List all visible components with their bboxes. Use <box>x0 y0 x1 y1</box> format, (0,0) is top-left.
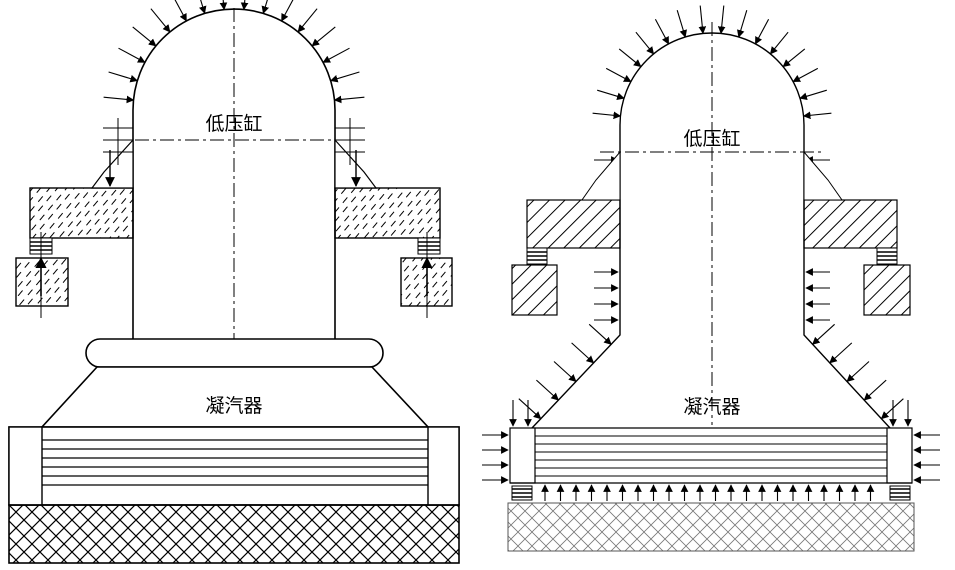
left-diagram: 低压缸 凝汽器 <box>8 0 460 564</box>
right-neck-arrow-left <box>553 361 577 383</box>
right-condenser-endcap-right <box>886 427 913 484</box>
right-neck-arrow-right <box>880 398 904 420</box>
right-dome-arrow <box>737 10 748 38</box>
left-dome-arrow <box>281 0 294 22</box>
right-concrete-base <box>507 502 915 552</box>
right-dome-arrow <box>654 18 670 45</box>
left-spring-right <box>417 237 441 255</box>
right-support-arm-left <box>526 199 621 249</box>
right-foundation-block-right <box>863 264 911 316</box>
right-dome-arrow <box>592 111 622 120</box>
right-neck-arrow-right <box>812 323 835 345</box>
right-base-spring-right <box>889 485 911 501</box>
left-support-arm-left <box>29 187 134 239</box>
left-condenser-endcap-right <box>427 426 460 506</box>
right-dome-arrow <box>782 48 806 68</box>
right-condenser-endcap-left <box>509 427 536 484</box>
right-neck-arrow-left <box>518 398 542 420</box>
left-dome-arrow <box>108 71 139 83</box>
right-dome-arrow <box>635 31 655 55</box>
right-cylinder-label: 低压缸 <box>683 128 740 150</box>
right-wedge-right <box>803 150 843 201</box>
left-support-arm-right <box>334 187 441 239</box>
left-dome-arrow <box>174 0 187 22</box>
left-dome-arrow <box>132 26 157 47</box>
left-dome-arrow <box>297 8 318 33</box>
left-dome-arrow <box>199 0 207 15</box>
left-dome-arrow <box>333 95 365 104</box>
left-dome-arrow <box>118 47 146 63</box>
right-spring-right <box>876 247 898 265</box>
left-condenser-shell <box>8 426 460 506</box>
right-dome-arrow <box>754 18 770 45</box>
right-foundation-block-left <box>511 264 558 316</box>
right-dome-arrow <box>802 111 832 120</box>
left-dome-arrow <box>311 26 336 47</box>
right-spring-left <box>526 247 548 265</box>
left-wedge-left <box>90 138 134 189</box>
left-dome-arrow <box>150 8 171 33</box>
right-condenser-tubes <box>535 435 887 477</box>
right-dome-arrow <box>698 5 707 35</box>
right-dome-arrow <box>769 31 789 55</box>
left-expansion-joint <box>85 338 384 368</box>
left-cylinder-body <box>132 8 336 340</box>
right-dome-arrow <box>792 67 819 83</box>
right-neck-arrow-left <box>588 323 612 345</box>
left-dome-arrow <box>329 71 360 83</box>
right-dome-arrow <box>799 89 827 100</box>
right-dome-arrow <box>676 10 687 38</box>
left-condenser-label: 凝汽器 <box>205 395 262 417</box>
left-foundation-block-left <box>15 257 69 307</box>
right-diagram: 低压缸 凝汽器 <box>482 5 940 552</box>
right-neck-arrow-left <box>571 342 595 364</box>
left-dome-arrow <box>240 0 249 11</box>
left-dome-arrow <box>103 95 135 104</box>
right-dome-arrow <box>605 67 632 83</box>
left-concrete-base <box>8 504 460 564</box>
right-support-arm-right <box>803 199 898 249</box>
right-neck-arrow-right <box>863 379 887 401</box>
right-condenser-label: 凝汽器 <box>683 396 740 418</box>
left-dome-arrow <box>261 0 269 15</box>
right-dome-arrow <box>618 48 642 68</box>
right-wedge-left <box>581 150 621 201</box>
right-base-spring-left <box>511 485 533 501</box>
left-cylinder-label: 低压缸 <box>205 113 262 135</box>
left-dome-arrow <box>219 0 228 11</box>
right-cylinder-body <box>531 32 891 429</box>
left-shoulder-crossmarks <box>103 118 365 165</box>
right-dome-arrow <box>717 5 726 35</box>
left-condenser-endcap-left <box>8 426 43 506</box>
right-neck-arrow-right <box>829 342 853 364</box>
left-dome-pressure-arrows <box>103 0 365 104</box>
right-neck-arrow-left <box>536 379 559 401</box>
left-dome-arrow <box>322 47 350 63</box>
right-pressure-arrows <box>482 5 940 501</box>
right-dome-arrow <box>597 89 625 100</box>
right-neck-arrow-right <box>846 361 870 383</box>
left-condenser-tubes <box>42 439 428 486</box>
